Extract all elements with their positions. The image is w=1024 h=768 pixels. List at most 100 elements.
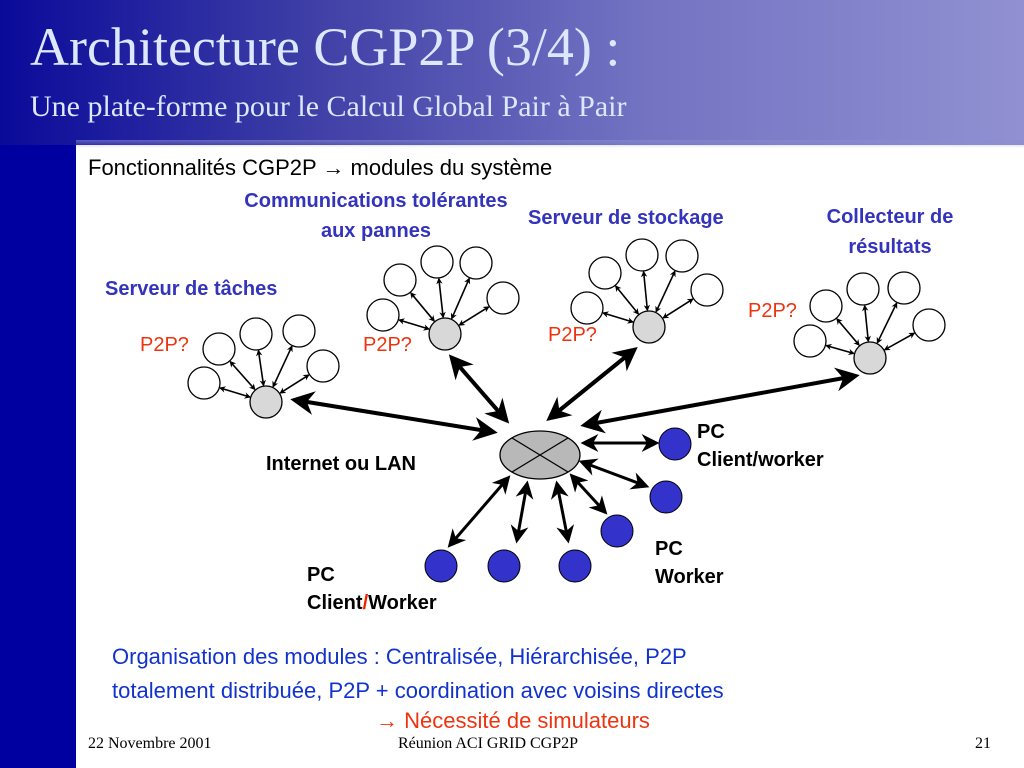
label-line: résultats (848, 236, 932, 258)
label-line: Communications tolérantes (244, 190, 508, 212)
pc-node (424, 549, 458, 583)
link-task-server (290, 391, 498, 441)
link-pc (550, 480, 575, 544)
peer-link-arrow (876, 302, 898, 344)
peer-node (912, 308, 946, 342)
hub-cross-line (511, 437, 569, 473)
label-line: Client/worker (697, 449, 824, 471)
label-line: PC (697, 421, 725, 443)
footer-date: 22 Novembre 2001 (88, 735, 212, 752)
peer-link-arrow (450, 277, 471, 320)
label-pc-client-worker-bottom: PC Client/Worker (307, 561, 437, 617)
footer-event: Réunion ACI GRID CGP2P (398, 735, 579, 752)
pc-node (649, 480, 683, 514)
peer-node (459, 246, 493, 280)
peer-node (793, 324, 827, 358)
organisation-text: Organisation des modules : Centralisée, … (112, 640, 724, 708)
peer-node (809, 289, 843, 323)
p2p-storage: P2P? (548, 324, 597, 346)
slide-title: Architecture CGP2P (3/4) : (30, 17, 621, 77)
server-node (853, 341, 887, 375)
organisation-line: totalement distribuée, P2P + coordinatio… (112, 678, 724, 703)
link-pc (510, 480, 534, 544)
peer-link-arrow (398, 318, 430, 331)
organisation-line: Organisation des modules : Centralisée, … (112, 644, 687, 669)
left-strip (0, 145, 76, 768)
server-node (428, 317, 462, 351)
label-line: Client/Worker (307, 589, 437, 617)
peer-link-arrow (229, 360, 256, 391)
peer-link-arrow (602, 311, 634, 324)
pc-node (658, 427, 692, 461)
slide-header (0, 0, 1024, 145)
peer-node (887, 271, 921, 305)
label-network: Internet ou LAN (266, 453, 416, 475)
peer-link-arrow (836, 318, 860, 346)
peer-node (690, 273, 724, 307)
label-line: aux pannes (320, 220, 432, 242)
peer-link-arrow (862, 304, 871, 343)
peer-link-arrow (436, 277, 446, 319)
intro-line: Fonctionnalités CGP2P → modules du systè… (88, 155, 552, 181)
pc-node (487, 549, 521, 583)
slide-subtitle: Une plate-forme pour le Calcul Global Pa… (30, 90, 627, 123)
pc-node (558, 549, 592, 583)
link-pc (569, 473, 608, 515)
link-pc (578, 458, 650, 490)
link-pc (447, 475, 511, 548)
server-node (249, 385, 283, 419)
peer-link-arrow (825, 343, 855, 356)
footer-page-number: 21 (975, 735, 991, 752)
peer-link-arrow (219, 386, 251, 399)
label-line: Worker (655, 566, 724, 588)
p2p-task-server: P2P? (140, 334, 189, 356)
label-line: Serveur de tâches (105, 278, 278, 300)
peer-node (846, 272, 880, 306)
arrow-right-icon: → (322, 155, 345, 180)
peer-link-arrow (272, 345, 293, 388)
arrow-right-icon: → (376, 708, 398, 733)
peer-link-arrow (662, 298, 694, 319)
label-line: Collecteur de (826, 206, 954, 228)
peer-node (202, 332, 236, 366)
label-storage-server: Serveur de stockage (528, 203, 724, 233)
label-pc-client-worker-right: PC Client/worker (697, 418, 824, 474)
label-line: PC (655, 538, 683, 560)
peer-node (187, 366, 221, 400)
peer-node (306, 349, 340, 383)
label-slash: / (362, 592, 369, 614)
link-collector (580, 367, 860, 434)
intro-text: Fonctionnalités CGP2P (88, 155, 317, 180)
conclusion: → Nécessité de simulateurs (376, 708, 650, 734)
peer-link-arrow (410, 292, 435, 322)
peer-node (239, 317, 273, 351)
peer-node (625, 238, 659, 272)
peer-link-arrow (279, 374, 310, 394)
link-storage-start (548, 346, 638, 420)
server-node (632, 310, 666, 344)
label-line: Serveur de stockage (528, 207, 724, 229)
p2p-comms: P2P? (363, 334, 412, 356)
label-line: PC (307, 564, 335, 586)
header-fade (76, 140, 1024, 148)
peer-node (570, 291, 604, 325)
peer-link-arrow (655, 270, 676, 313)
intro-rest: modules du système (350, 155, 553, 180)
pc-node (600, 514, 634, 548)
peer-link-arrow (640, 270, 651, 312)
peer-node (486, 281, 520, 315)
p2p-collector: P2P? (748, 300, 797, 322)
peer-link-arrow (256, 349, 266, 387)
label-task-server: Serveur de tâches (105, 274, 277, 304)
label-result-collector: Collecteur de résultats (805, 202, 975, 262)
conclusion-text: Nécessité de simulateurs (404, 708, 650, 733)
peer-link-arrow (883, 332, 916, 351)
label-comms: Communications tolérantes aux pannes (206, 186, 546, 246)
label-part: Client (307, 592, 363, 614)
link-comms (448, 354, 510, 424)
label-part: Worker (368, 592, 437, 614)
peer-node (282, 314, 316, 348)
peer-node (366, 298, 400, 332)
peer-link-arrow (614, 285, 640, 315)
